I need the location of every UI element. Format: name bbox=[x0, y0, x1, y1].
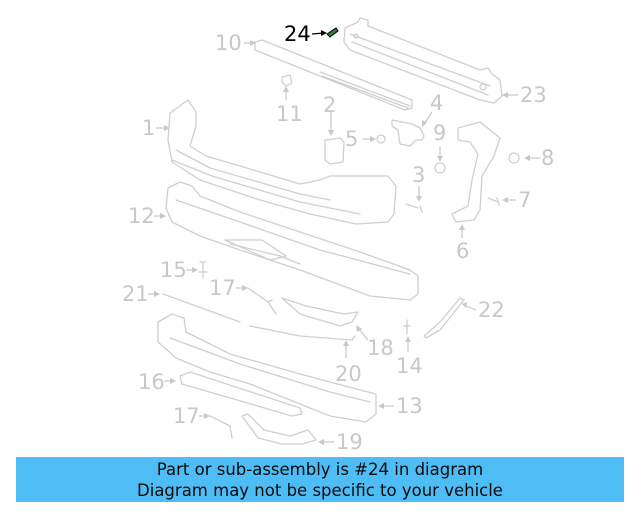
callout-1[interactable]: 1 bbox=[142, 116, 156, 140]
part-24-bolt[interactable] bbox=[326, 27, 339, 38]
callout-17-lower[interactable]: 17 bbox=[173, 404, 200, 428]
part-2-cover[interactable] bbox=[324, 137, 345, 165]
part-7-screw[interactable] bbox=[487, 197, 500, 206]
callout-9[interactable]: 9 bbox=[433, 121, 447, 145]
part-12-lower-bumper[interactable] bbox=[165, 181, 419, 301]
part-18-trim[interactable] bbox=[281, 297, 359, 327]
callout-12[interactable]: 12 bbox=[128, 204, 155, 228]
callout-3[interactable]: 3 bbox=[412, 163, 426, 187]
callout-11[interactable]: 11 bbox=[276, 102, 303, 126]
part-1-bumper-cover[interactable] bbox=[167, 99, 397, 225]
callout-17-upper[interactable]: 17 bbox=[209, 276, 236, 300]
part-17-harness-lower[interactable] bbox=[209, 415, 233, 439]
part-17-harness-upper[interactable] bbox=[247, 287, 277, 315]
callout-2[interactable]: 2 bbox=[323, 93, 337, 117]
callout-18[interactable]: 18 bbox=[367, 336, 394, 360]
info-banner: Part or sub-assembly is #24 in diagram D… bbox=[16, 457, 624, 502]
part-5-nut[interactable] bbox=[376, 134, 386, 144]
part-9-clip[interactable] bbox=[434, 162, 446, 174]
part-19-trim[interactable] bbox=[241, 413, 317, 445]
callout-15[interactable]: 15 bbox=[160, 258, 187, 282]
callout-10[interactable]: 10 bbox=[215, 31, 242, 55]
banner-disclaimer-line: Diagram may not be specific to your vehi… bbox=[137, 481, 503, 500]
part-8-clip[interactable] bbox=[508, 152, 520, 164]
callout-23[interactable]: 23 bbox=[520, 83, 547, 107]
part-22-molding[interactable] bbox=[423, 297, 465, 339]
part-3-bolt[interactable] bbox=[405, 203, 423, 213]
part-13-lower-diffuser[interactable] bbox=[157, 313, 377, 423]
callout-21[interactable]: 21 bbox=[122, 282, 149, 306]
part-20-molding[interactable] bbox=[249, 325, 356, 341]
callout-7[interactable]: 7 bbox=[518, 188, 532, 212]
part-10-strip[interactable] bbox=[254, 39, 413, 111]
part-14-bolt[interactable] bbox=[403, 319, 411, 335]
part-16-skid-plate[interactable] bbox=[179, 371, 303, 417]
part-6-bracket[interactable] bbox=[451, 121, 501, 223]
part-4-bracket[interactable] bbox=[391, 119, 425, 147]
callout-6[interactable]: 6 bbox=[456, 239, 470, 263]
callout-16[interactable]: 16 bbox=[138, 370, 165, 394]
callout-22[interactable]: 22 bbox=[478, 298, 505, 322]
callout-8[interactable]: 8 bbox=[541, 146, 555, 170]
callout-20[interactable]: 20 bbox=[335, 362, 362, 386]
part-21-molding[interactable] bbox=[162, 293, 241, 323]
callout-14[interactable]: 14 bbox=[396, 354, 423, 378]
part-15-push-pin[interactable] bbox=[198, 261, 208, 279]
callout-13[interactable]: 13 bbox=[396, 394, 423, 418]
banner-part-line: Part or sub-assembly is #24 in diagram bbox=[156, 460, 484, 479]
part-11-clip[interactable] bbox=[281, 74, 293, 87]
part-23-reinforcement-beam[interactable] bbox=[343, 17, 503, 104]
callout-24[interactable]: 24 bbox=[284, 22, 311, 46]
callout-19[interactable]: 19 bbox=[336, 430, 363, 454]
leader-lines bbox=[148, 30, 540, 445]
callout-4[interactable]: 4 bbox=[430, 91, 444, 115]
callout-5[interactable]: 5 bbox=[345, 127, 359, 151]
